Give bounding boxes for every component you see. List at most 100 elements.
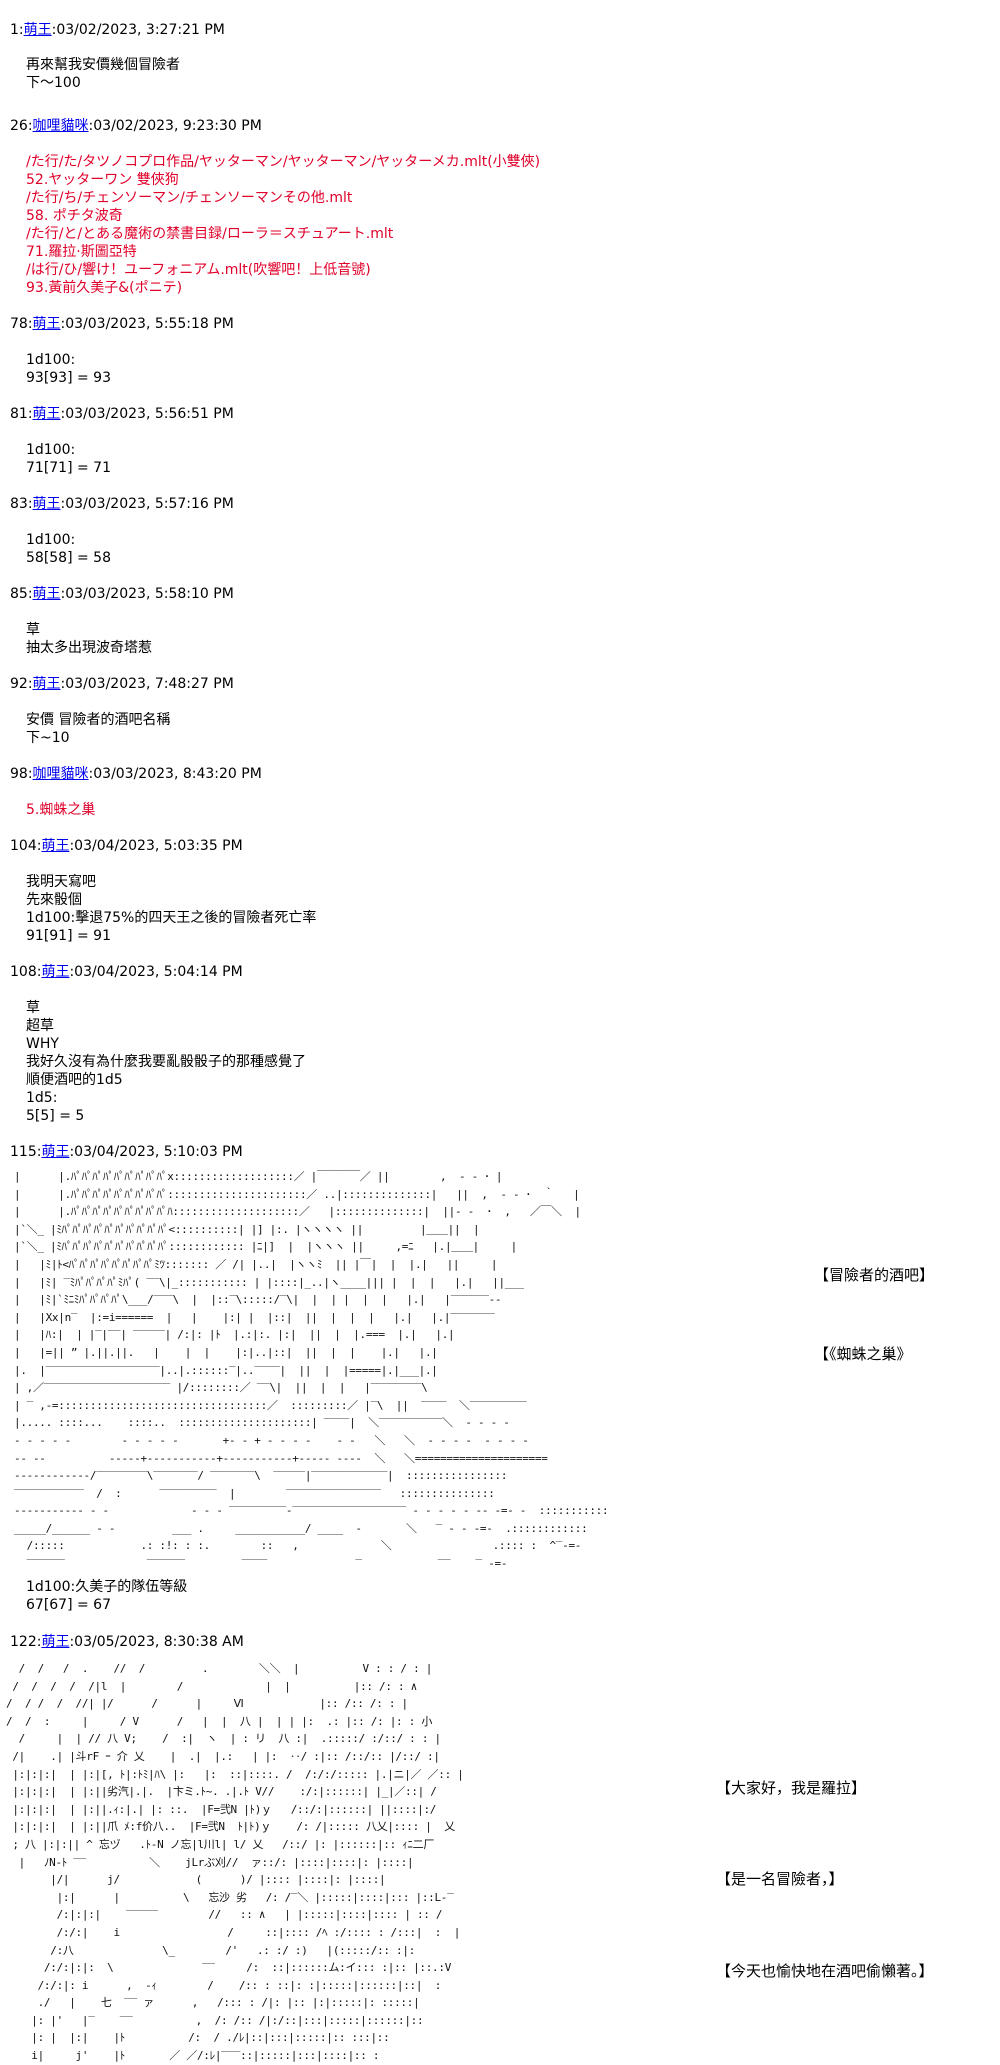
post-body: 1d100: 58[58] = 58 xyxy=(26,531,111,567)
post-header: 78:萌王:03/03/2023, 5:55:18 PM xyxy=(10,316,234,332)
post-line: 1d100:擊退75%的四天王之後的冒險者死亡率 xyxy=(26,910,317,926)
caption-lola-tavern: 【今天也愉快地在酒吧偷懶著。】 xyxy=(716,1962,934,1980)
post-header: 26:咖哩貓咪:03/02/2023, 9:23:30 PM xyxy=(10,118,262,134)
post-header: 108:萌王:03/04/2023, 5:04:14 PM xyxy=(10,964,243,980)
post-date: :03/04/2023, 5:04:14 PM xyxy=(69,964,243,980)
post-number: 108: xyxy=(10,964,42,980)
post-header: 104:萌王:03/04/2023, 5:03:35 PM xyxy=(10,838,243,854)
post-number: 115: xyxy=(10,1144,42,1160)
poster-name-link[interactable]: 萌王 xyxy=(32,316,61,332)
post-header: 1:萌王:03/02/2023, 3:27:21 PM xyxy=(10,22,225,38)
post-line: 抽太多出現波奇塔惹 xyxy=(26,640,152,656)
post-line: 58. ポチタ波奇 xyxy=(26,208,123,224)
post-line: 93[93] = 93 xyxy=(26,370,111,386)
post-date: :03/02/2023, 3:27:21 PM xyxy=(51,22,225,38)
poster-name-link[interactable]: 萌王 xyxy=(41,964,70,980)
post-line: 91[91] = 91 xyxy=(26,928,111,944)
post-line: 順便酒吧的1d5 xyxy=(26,1072,123,1088)
post-body: 再來幫我安價幾個冒險者下～100 xyxy=(26,56,180,92)
post-header: 92:萌王:03/03/2023, 7:48:27 PM xyxy=(10,676,234,692)
tavern-ascii-art: | |.ﾊﾟﾊﾟﾊﾟﾊﾟﾊﾟﾊﾟﾊﾟﾊﾟﾊﾟx:::::::::::::::::… xyxy=(14,1170,609,1571)
post-number: 83: xyxy=(10,496,33,512)
caption-lola-adventurer: 【是一名冒險者，】 xyxy=(716,1870,844,1888)
caption-lola-intro: 【大家好，我是羅拉】 xyxy=(716,1779,867,1797)
poster-name-link[interactable]: 咖哩貓咪 xyxy=(32,118,89,134)
post-header: 122:萌王:03/05/2023, 8:30:38 AM xyxy=(10,1634,244,1650)
post-number: 85: xyxy=(10,586,33,602)
post-line: 67[67] = 67 xyxy=(26,1597,111,1613)
poster-name-link[interactable]: 萌王 xyxy=(23,22,52,38)
post-line: 1d100:久美子的隊伍等級 xyxy=(26,1579,188,1595)
post-line: 93.黃前久美子&(ポニテ) xyxy=(26,280,183,296)
post-line: 再來幫我安價幾個冒險者 xyxy=(26,57,180,73)
post-date: :03/02/2023, 9:23:30 PM xyxy=(88,118,262,134)
poster-name-link[interactable]: 萌王 xyxy=(32,406,61,422)
post-line: 1d100: xyxy=(26,442,76,458)
post-line: 71[71] = 71 xyxy=(26,460,111,476)
post-line: 安價 冒險者的酒吧名稱 xyxy=(26,712,171,728)
post-date: :03/03/2023, 5:57:16 PM xyxy=(60,496,234,512)
post-date: :03/04/2023, 5:03:35 PM xyxy=(69,838,243,854)
post-number: 104: xyxy=(10,838,42,854)
poster-name-link[interactable]: 萌王 xyxy=(32,496,61,512)
post-date: :03/03/2023, 5:58:10 PM xyxy=(60,586,234,602)
post-line: /た行/ち/チェンソーマン/チェンソーマンその他.mlt xyxy=(26,190,353,206)
post-date: :03/03/2023, 5:55:18 PM xyxy=(60,316,234,332)
post-body: 安價 冒險者的酒吧名稱下~10 xyxy=(26,711,170,747)
post-line: 我好久沒有為什麼我要亂骰骰子的那種感覺了 xyxy=(26,1054,306,1070)
post-line: WHY xyxy=(26,1036,59,1052)
poster-name-link[interactable]: 萌王 xyxy=(41,1144,70,1160)
post-line: 71.羅拉·斯圖亞特 xyxy=(26,244,137,260)
post-line: 1d100: xyxy=(26,532,76,548)
poster-name-link[interactable]: 萌王 xyxy=(41,838,70,854)
caption-tavern-name: 【《蜘蛛之巢》 xyxy=(814,1345,912,1363)
post-date: :03/03/2023, 8:43:20 PM xyxy=(88,766,262,782)
post-number: 78: xyxy=(10,316,33,332)
post-number: 81: xyxy=(10,406,33,422)
post-header: 98:咖哩貓咪:03/03/2023, 8:43:20 PM xyxy=(10,766,262,782)
post-line: /た行/た/タツノコプロ作品/ヤッターマン/ヤッターマン/ヤッターメカ.mlt(… xyxy=(26,154,541,170)
post-body: 草抽太多出現波奇塔惹 xyxy=(26,621,152,657)
poster-name-link[interactable]: 萌王 xyxy=(32,586,61,602)
post-line: 52.ヤッターワン 雙俠狗 xyxy=(26,172,179,188)
thread: 1:萌王:03/02/2023, 3:27:21 PM 再來幫我安價幾個冒險者下… xyxy=(6,22,935,2062)
post-header: 115:萌王:03/04/2023, 5:10:03 PM xyxy=(10,1144,243,1160)
post-number: 98: xyxy=(10,766,33,782)
post-line: 1d5: xyxy=(26,1090,58,1106)
post-line: /た行/と/とある魔術の禁書目録/ローラ＝スチュアート.mlt xyxy=(26,226,394,242)
lola-ascii-art: / / / . // / . ＼＼ | V : : / : | / / / / … xyxy=(6,1662,464,2063)
post-body: 草超草 WHY 我好久沒有為什麼我要亂骰骰子的那種感覺了順便酒吧的1d5 1d5: 5[… xyxy=(26,999,306,1125)
post-header: 83:萌王:03/03/2023, 5:57:16 PM xyxy=(10,496,234,512)
post-date: :03/04/2023, 5:10:03 PM xyxy=(69,1144,243,1160)
post-body: 1d100:久美子的隊伍等級 67[67] = 67 xyxy=(26,1578,187,1614)
post-line: 下~10 xyxy=(26,730,70,746)
post-line: 我明天寫吧 xyxy=(26,874,96,890)
post-date: :03/03/2023, 5:56:51 PM xyxy=(60,406,234,422)
post-header: 85:萌王:03/03/2023, 5:58:10 PM xyxy=(10,586,234,602)
post-body: 1d100: 93[93] = 93 xyxy=(26,351,111,387)
post-date: :03/05/2023, 8:30:38 AM xyxy=(69,1634,244,1650)
poster-name-link[interactable]: 咖哩貓咪 xyxy=(32,766,89,782)
post-body: 5.蜘蛛之巢 xyxy=(26,801,95,819)
post-line: 超草 xyxy=(26,1018,54,1034)
post-body: 1d100: 71[71] = 71 xyxy=(26,441,111,477)
post-line: 下～100 xyxy=(26,75,81,91)
post-line: 先來骰個 xyxy=(26,892,82,908)
post-line: 1d100: xyxy=(26,352,76,368)
post-line: 5[5] = 5 xyxy=(26,1108,85,1124)
post-number: 92: xyxy=(10,676,33,692)
post-date: :03/03/2023, 7:48:27 PM xyxy=(60,676,234,692)
post-line: 草 xyxy=(26,1000,40,1016)
post-number: 122: xyxy=(10,1634,42,1650)
poster-name-link[interactable]: 萌王 xyxy=(41,1634,70,1650)
post-body: /た行/た/タツノコプロ作品/ヤッターマン/ヤッターマン/ヤッターメカ.mlt(… xyxy=(26,153,540,297)
post-header: 81:萌王:03/03/2023, 5:56:51 PM xyxy=(10,406,234,422)
poster-name-link[interactable]: 萌王 xyxy=(32,676,61,692)
post-body: 我明天寫吧先來骰個 1d100:擊退75%的四天王之後的冒險者死亡率 91[91] … xyxy=(26,873,316,945)
post-line: /は行/ひ/響け！ユーフォニアム.mlt(吹響吧！上低音號) xyxy=(26,262,371,278)
post-number: 1: xyxy=(10,22,24,38)
post-number: 26: xyxy=(10,118,33,134)
post-line: 5.蜘蛛之巢 xyxy=(26,802,96,818)
caption-tavern-title: 【冒險者的酒吧】 xyxy=(814,1266,935,1284)
post-line: 58[58] = 58 xyxy=(26,550,111,566)
